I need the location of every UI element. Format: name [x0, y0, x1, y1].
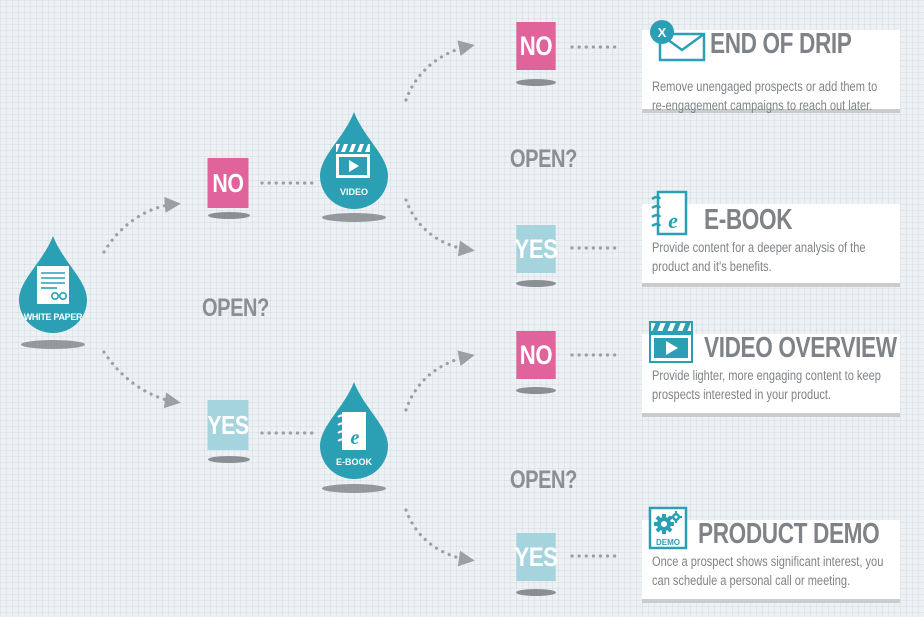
ebook-icon: e [651, 190, 688, 236]
decision-yes-ebook: YES [514, 533, 558, 581]
svg-text:e: e [351, 427, 360, 449]
gears-demo-icon: DEMO [648, 506, 688, 550]
outcome-desc-video-overview: Provide lighter, more engaging content t… [652, 368, 881, 402]
outcome-card-product-demo: DEMO PRODUCT DEMO Once a prospect shows … [642, 506, 900, 603]
white-paper-shadow [21, 340, 85, 349]
decision-no-video: NO [516, 22, 556, 70]
white-paper-node: WHITE PAPER [17, 234, 89, 334]
decision-yes-video: YES [514, 225, 558, 273]
connector-video-to-yes [404, 198, 475, 257]
decision-no-first: NO [207, 158, 249, 208]
document-icon [37, 266, 69, 304]
outcome-title-video-overview: VIDEO OVERVIEW [704, 332, 897, 364]
outcome-card-ebook: e E-BOOK Provide content for a deeper an… [642, 190, 900, 287]
connector-wp-to-yes [102, 350, 181, 409]
open-label-ebook: OPEN? [510, 466, 577, 494]
connector-wp-to-no [102, 196, 181, 254]
decision-no-ebook: NO [516, 331, 556, 379]
decision-no-ebook-shadow [516, 387, 556, 394]
video-shadow [322, 213, 386, 222]
connector-video-to-no [404, 40, 475, 102]
ebook-node: e E-BOOK [318, 380, 390, 480]
open-label-main: OPEN? [202, 294, 269, 322]
svg-text:X: X [658, 25, 667, 40]
ebook-shadow [322, 484, 386, 493]
ebook-icon: e [337, 412, 366, 450]
outcome-title-product-demo: PRODUCT DEMO [698, 518, 880, 550]
outcome-desc-product-demo: Once a prospect shows significant intere… [652, 554, 884, 588]
decision-yes-video-shadow [516, 280, 556, 287]
video-label: VIDEO [339, 187, 368, 197]
decision-yes-first: YES [207, 400, 249, 450]
decision-yes-ebook-shadow [516, 589, 556, 596]
video-clapper-icon [336, 144, 370, 178]
white-paper-label: WHITE PAPER [23, 312, 83, 322]
envelope-x-icon: X [650, 20, 706, 62]
decision-yes-first-shadow [208, 456, 250, 463]
video-clapper-icon [649, 321, 693, 363]
svg-text:e: e [668, 208, 678, 233]
connector-ebook-to-no [404, 350, 475, 412]
decision-no-first-shadow [208, 212, 250, 219]
decision-no-video-shadow [516, 79, 556, 86]
open-label-video: OPEN? [510, 145, 577, 173]
outcome-card-video-overview: VIDEO OVERVIEW Provide lighter, more eng… [642, 321, 900, 417]
outcome-desc-ebook: Provide content for a deeper analysis of… [652, 240, 866, 274]
connector-ebook-to-yes [404, 508, 475, 567]
outcome-title-ebook: E-BOOK [704, 204, 793, 236]
outcome-title-end-of-drip: END OF DRIP [710, 28, 852, 60]
ebook-label: E-BOOK [336, 457, 372, 467]
svg-text:DEMO: DEMO [656, 538, 680, 547]
video-node: VIDEO [318, 110, 390, 210]
outcome-card-end-of-drip: X END OF DRIP Remove unengaged prospects… [642, 20, 900, 113]
outcome-desc-end-of-drip: Remove unengaged prospects or add them t… [652, 79, 878, 113]
